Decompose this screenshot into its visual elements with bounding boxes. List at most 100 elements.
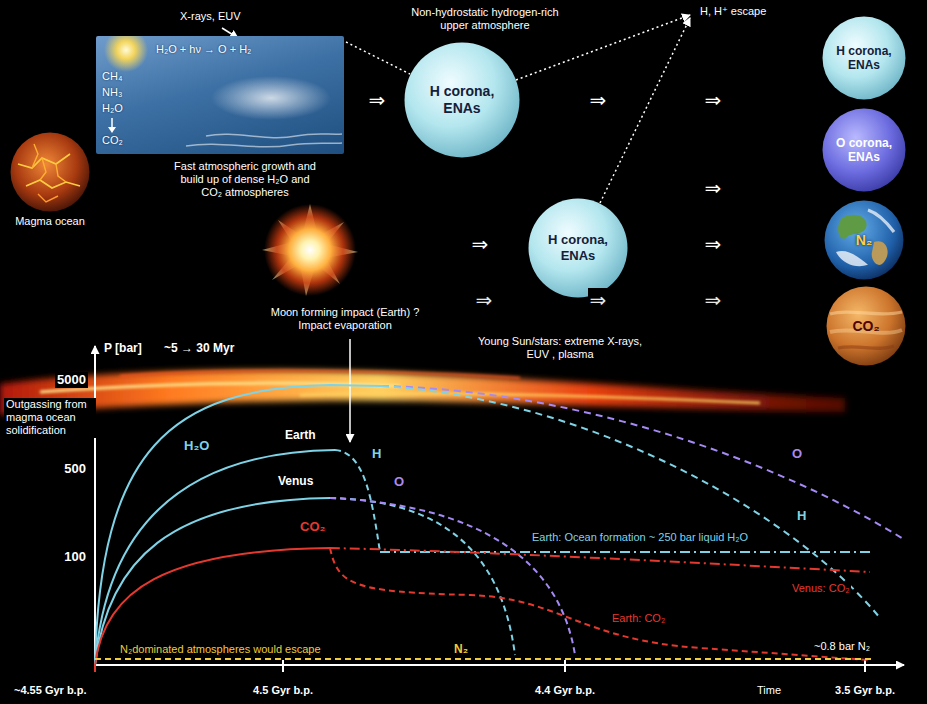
node-text: H₂O + hν → O + H₂ (156, 43, 251, 56)
cloud (836, 251, 868, 266)
curve-label: CO₂ (298, 519, 327, 535)
continent (872, 241, 888, 265)
tick-label: 3.5 Gyr b.p. (833, 684, 897, 697)
curve-label: O (790, 446, 804, 462)
tick-label: ~4.55 Gyr b.p. (12, 684, 88, 697)
lava-crack (40, 158, 46, 180)
h-corona-sphere: H corona, ENAs (528, 198, 628, 298)
time-axis (94, 664, 904, 666)
flow-arrow: ⇒ (474, 288, 495, 312)
venus-planet: CO₂ (826, 286, 906, 366)
escape-dotted-line (346, 42, 410, 74)
venus-o-escape-curve (330, 498, 575, 655)
h-corona-sphere: H corona, ENAs (822, 16, 906, 100)
tick-label: 500 (62, 461, 88, 477)
co2-curve (95, 548, 330, 665)
lava-crack (38, 194, 58, 202)
curve-label: ~0.8 bar N₂ (812, 640, 872, 653)
axis-title: Time (755, 684, 783, 697)
node-text: H₂O (102, 102, 123, 115)
earth-co2-curve (330, 548, 870, 660)
flow-arrow: ⇒ (588, 88, 609, 112)
curve-label: O (392, 474, 406, 490)
flow-arrow: ⇒ (588, 288, 609, 312)
flow-arrow: ⇒ (703, 88, 724, 112)
lava-crack (32, 144, 38, 168)
n2-line (95, 658, 872, 660)
reaction-arrow (111, 118, 113, 128)
node-text: H corona, ENAs (540, 232, 616, 263)
node-text: Magma ocean (15, 215, 85, 228)
curve-label: Venus (276, 474, 315, 488)
tick-label: 100 (62, 549, 88, 565)
flow-arrow: ⇒ (703, 176, 724, 200)
tick-label: 4.4 Gyr b.p. (533, 684, 597, 697)
earth-h2o-curve (95, 450, 335, 665)
node-text: H corona, ENAs (831, 44, 897, 73)
venus-h-escape-curve (330, 498, 515, 655)
node-text: NH₃ (102, 86, 122, 99)
sphere-body (11, 133, 90, 212)
sea-wave (186, 143, 342, 147)
impact-explosion (264, 204, 356, 296)
flow-arrow: ⇒ (703, 288, 724, 312)
tick-label: 5000 (55, 372, 88, 388)
sphere-body (827, 287, 906, 366)
annotation: Non-hydrostatic hydrogen-rich upper atmo… (398, 6, 572, 32)
sphere-body (823, 17, 906, 100)
flow-arrow: ⇒ (367, 88, 388, 112)
annotation: Outgassing from magma ocean solidificati… (4, 398, 96, 438)
curve-label: H₂O (182, 438, 211, 454)
curve-label: Earth: Ocean formation ~ 250 bar liquid … (530, 531, 750, 544)
escape-dotted-line (600, 18, 690, 203)
node-text: N₂ (856, 232, 872, 249)
sphere-outline (10, 132, 90, 212)
curve-label: H (795, 508, 808, 524)
h2o-curve (95, 385, 382, 665)
axis-note: ~5 → 30 Myr (162, 341, 236, 355)
annotation: H, H⁺ escape (698, 5, 768, 18)
lava-band (0, 370, 845, 415)
lava-crack (56, 164, 66, 182)
node-text: H corona, ENAs (419, 83, 505, 117)
sphere-body (823, 109, 906, 192)
axis-title: P [bar] (102, 341, 144, 355)
h-escape-curve (382, 386, 880, 618)
venus-co2-line (330, 548, 870, 572)
annotation: X-rays, EUV (178, 10, 243, 23)
curve-label: Earth: CO₂ (610, 612, 667, 625)
pressure-curves (95, 385, 905, 665)
curve-label: H (370, 446, 383, 462)
node-text: CH₄ (102, 70, 122, 83)
o-corona-sphere: O corona, ENAs (822, 108, 906, 192)
magma-ocean-planet: Magma ocean (10, 132, 90, 212)
annotation: Young Sun/stars: extreme X-rays, EUV , p… (471, 335, 650, 361)
cloud-band (830, 312, 902, 314)
curve-label: Venus: CO₂ (790, 582, 851, 595)
earth-planet: N₂ (824, 200, 904, 280)
curve-label: N₂ (452, 642, 470, 656)
tick-label: 4.5 Gyr b.p. (251, 684, 315, 697)
impact-arrow (349, 339, 351, 442)
sphere-body (529, 199, 628, 298)
node-text: CO₂ (102, 134, 123, 147)
axis-tick (282, 660, 284, 672)
annotation: Fast atmospheric growth and build up of … (172, 160, 318, 200)
impact-burst (262, 204, 358, 296)
early-atmosphere-panel: H₂O + hν → O + H₂ CH₄ NH₃ H₂O CO₂ (96, 36, 344, 154)
sphere-body (825, 201, 904, 280)
flow-arrow: ⇒ (470, 232, 491, 256)
sphere-body (405, 43, 520, 158)
node-text: CO₂ (852, 318, 879, 335)
annotation: Moon forming impact (Earth) ? Impact eva… (258, 306, 432, 332)
cloud-band (838, 346, 894, 348)
curve-label: N₂dominated atmospheres would escape (118, 643, 323, 656)
h-corona-sphere: H corona, ENAs (404, 42, 520, 158)
lava-streak (120, 371, 520, 378)
lava-crack (26, 180, 80, 188)
axis-tick (864, 660, 866, 672)
o-escape-curve (382, 386, 905, 540)
curve-label: Earth (283, 428, 318, 442)
axis-tick (564, 660, 566, 672)
flow-arrow: ⇒ (703, 232, 724, 256)
